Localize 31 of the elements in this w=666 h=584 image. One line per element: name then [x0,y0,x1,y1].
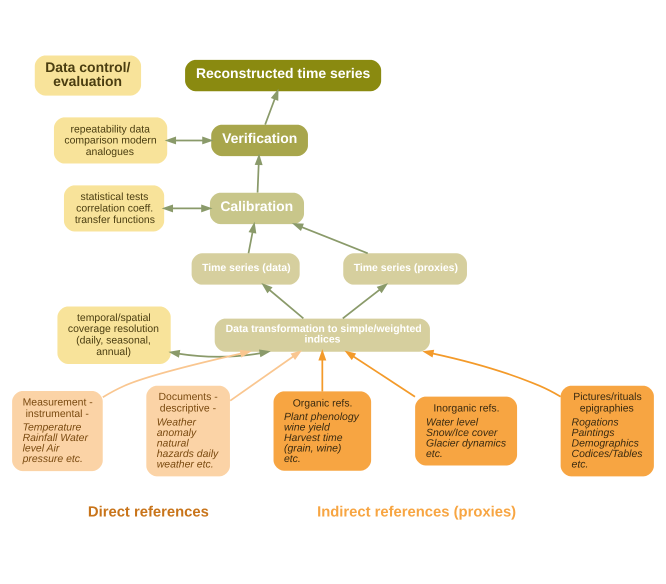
node-box: Documents - descriptive - Weather anomaly natural hazards daily weather etc. [146,385,230,476]
node-box: Calibration [210,192,304,224]
arrow [344,350,416,397]
arrow [162,204,213,212]
arrow [102,349,252,398]
node-box: temporal/spatial coverage resolution (daily, seasonal, annual) [57,306,171,364]
node-box: Organic refs. Plant phenology wine yield Harvest time (grain, wine) etc. [274,390,372,470]
node-box: Verification [211,124,308,156]
node-box: Measurement - instrumental - Temperature Rainfall Water level Air pressure etc. [12,390,103,471]
node-box: repeatability data comparison modern analogues [54,116,168,164]
arrow [261,282,304,319]
node-box: Pictures/rituals epigraphies Rogations Paintings Demographics Codices/Tables etc. [560,385,654,476]
arrow [342,282,388,319]
arrow [164,136,214,144]
node-box: statistical tests correlation coeff. transfer functions [64,184,164,231]
node-box: Data transformation to simple/weighted indices [214,318,430,352]
node-box: Time series (data) [192,252,300,284]
arrow [318,348,326,391]
node-box: Reconstructed time series [185,59,382,91]
arrow [254,153,263,192]
arrow [422,349,561,397]
arrow [168,348,271,358]
label: Direct references [88,504,209,520]
arrow [230,350,302,401]
node-box: Time series (proxies) [343,252,467,284]
node-box: Data control/ evaluation [34,54,142,96]
arrow [264,88,278,124]
arrow [248,221,256,253]
arrow [292,222,368,254]
node-box: Inorganic refs. Water level Snow/Ice cover Glacier dynamics etc. [415,396,518,465]
label: Indirect references (proxies) [317,504,516,520]
